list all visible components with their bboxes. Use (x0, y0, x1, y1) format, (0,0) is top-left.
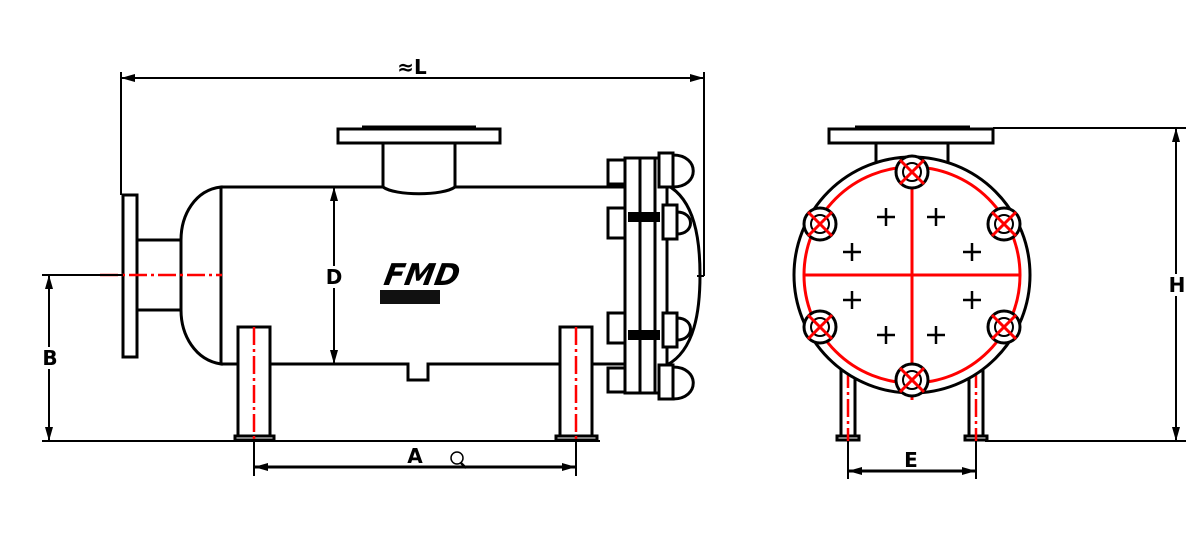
fmd-logo: FMD (380, 258, 463, 304)
top-nozzle-flange (336, 127, 502, 145)
logo-text: FMD (381, 258, 462, 293)
plus-icon (927, 326, 945, 344)
dimension-B: B (41, 274, 600, 442)
eye-bolt-icon (894, 362, 930, 398)
dimension-D: D (326, 187, 343, 364)
plus-icon (877, 326, 895, 344)
search-icon[interactable] (450, 451, 467, 469)
end-legs (835, 366, 989, 442)
dimension-A: A (253, 441, 577, 476)
plus-marks (843, 208, 981, 344)
eye-bolt-icon (986, 206, 1022, 242)
eye-bolt-icon (894, 154, 930, 190)
eye-bolt-icon (986, 309, 1022, 345)
dimension-label-E: E (904, 448, 918, 472)
right-head (666, 183, 702, 367)
eye-bolt-icon (802, 309, 838, 345)
dimension-H: H (985, 127, 1186, 442)
dimension-E: E (847, 441, 977, 479)
dimension-label-B: B (42, 346, 57, 370)
body-flange (623, 156, 669, 395)
left-leg (233, 325, 276, 442)
end-view: E H (792, 125, 1186, 479)
dimension-label-A: A (407, 444, 423, 468)
top-nozzle-neck (381, 143, 457, 196)
eye-bolts (802, 154, 1022, 398)
plus-icon (963, 243, 981, 261)
plus-icon (843, 243, 861, 261)
right-leg (554, 325, 599, 442)
dimension-L: ≈L (120, 55, 705, 277)
dimension-label-H: H (1169, 273, 1186, 297)
plus-icon (927, 208, 945, 226)
plus-icon (963, 291, 981, 309)
eye-bolt-icon (802, 206, 838, 242)
plus-icon (877, 208, 895, 226)
dimension-label-D: D (326, 265, 343, 289)
plus-icon (843, 291, 861, 309)
clamps (606, 151, 695, 401)
end-nozzle-flange (827, 127, 995, 145)
side-view: ≈L D FMD (41, 55, 705, 476)
dimension-label-L: ≈L (397, 55, 427, 79)
